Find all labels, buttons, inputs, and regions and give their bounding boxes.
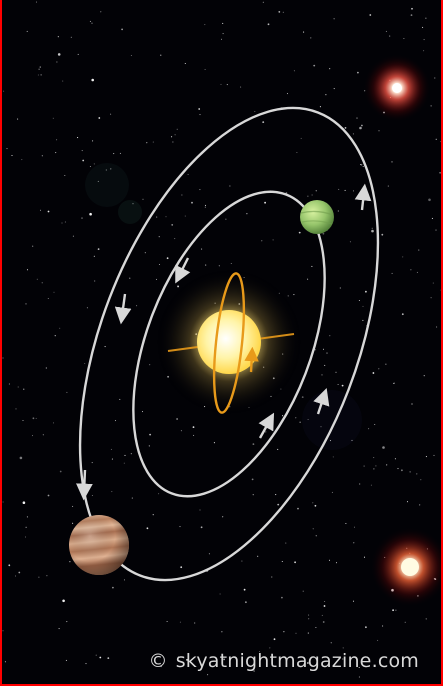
copyright-symbol: © (148, 650, 168, 672)
copyright-credit: © skyatnightmagazine.com (149, 650, 420, 672)
inner-orbit-path (132, 190, 326, 498)
credit-text: skyatnightmagazine.com (175, 650, 419, 672)
outer-orbit-path (75, 106, 380, 582)
red-star-icon (363, 54, 431, 122)
green-planet-icon (300, 200, 334, 234)
red-star-icon (370, 527, 441, 607)
star-wobble-path (212, 272, 259, 414)
central-star-icon (157, 270, 301, 414)
